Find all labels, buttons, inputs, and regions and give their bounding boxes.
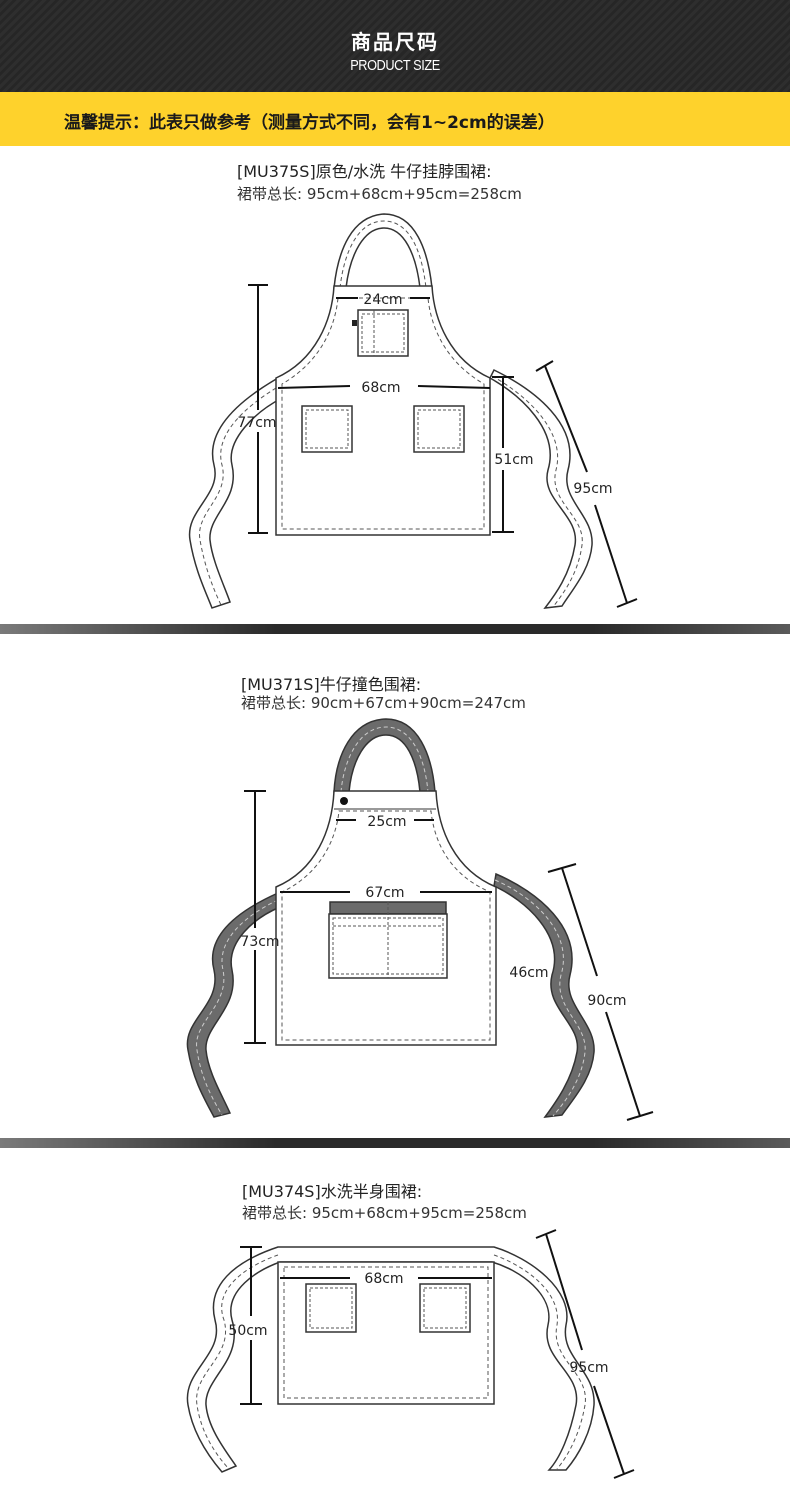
- dim-strap: 90cm: [587, 993, 626, 1009]
- pocket-right: [413, 405, 465, 453]
- product-strap-length: 裙带总长: 95cm+68cm+95cm=258cm: [242, 1204, 527, 1222]
- apron-diagram-mu371s: 25cm 67cm 73cm 46cm 90cm: [186, 718, 654, 1121]
- apron-diagram-mu375s: 24cm 68cm 77cm 51cm 95cm: [188, 213, 638, 609]
- dim-body: 51cm: [494, 452, 533, 468]
- section-divider: [0, 1138, 790, 1148]
- dim-strap: 95cm: [569, 1360, 608, 1376]
- dim-neck: 24cm: [363, 292, 402, 308]
- dim-width: 68cm: [361, 380, 400, 396]
- apron-body: [275, 285, 491, 536]
- pocket-left: [305, 1283, 357, 1333]
- dim-width: 67cm: [365, 885, 404, 901]
- product-title: [MU371S]牛仔撞色围裙:: [241, 675, 422, 694]
- product-strap-length: 裙带总长: 90cm+67cm+90cm=247cm: [241, 694, 526, 712]
- pocket-left: [301, 405, 353, 453]
- pocket-right: [419, 1283, 471, 1333]
- chest-pocket: [352, 309, 409, 357]
- notice-text: 温馨提示：此表只做参考（测量方式不同，会有1~2cm的误差）: [64, 113, 555, 133]
- notice-bar: 温馨提示：此表只做参考（测量方式不同，会有1~2cm的误差）: [0, 92, 790, 146]
- waist-strap-right: [493, 872, 595, 1118]
- dim-strap: 95cm: [573, 481, 612, 497]
- dim-body: 46cm: [509, 965, 548, 981]
- front-pocket: [328, 901, 448, 979]
- section-divider: [0, 624, 790, 634]
- product-title: [MU375S]原色/水洗 牛仔挂脖围裙:: [237, 162, 492, 181]
- dim-neck: 25cm: [367, 814, 406, 830]
- header-title-cn: 商品尺码: [351, 30, 439, 54]
- product-strap-length: 裙带总长: 95cm+68cm+95cm=258cm: [237, 185, 522, 203]
- page-header: 商品尺码 PRODUCT SIZE: [0, 0, 790, 92]
- waist-strap-left: [188, 376, 283, 609]
- product-title: [MU374S]水洗半身围裙:: [242, 1182, 423, 1201]
- dim-length: 73cm: [240, 934, 279, 950]
- waist-strap-right: [489, 369, 593, 609]
- waist-strap-left: [186, 891, 281, 1118]
- header-title-en: PRODUCT SIZE: [350, 57, 440, 74]
- dim-length: 50cm: [228, 1323, 267, 1339]
- dim-width: 68cm: [364, 1271, 403, 1287]
- dim-length: 77cm: [237, 415, 276, 431]
